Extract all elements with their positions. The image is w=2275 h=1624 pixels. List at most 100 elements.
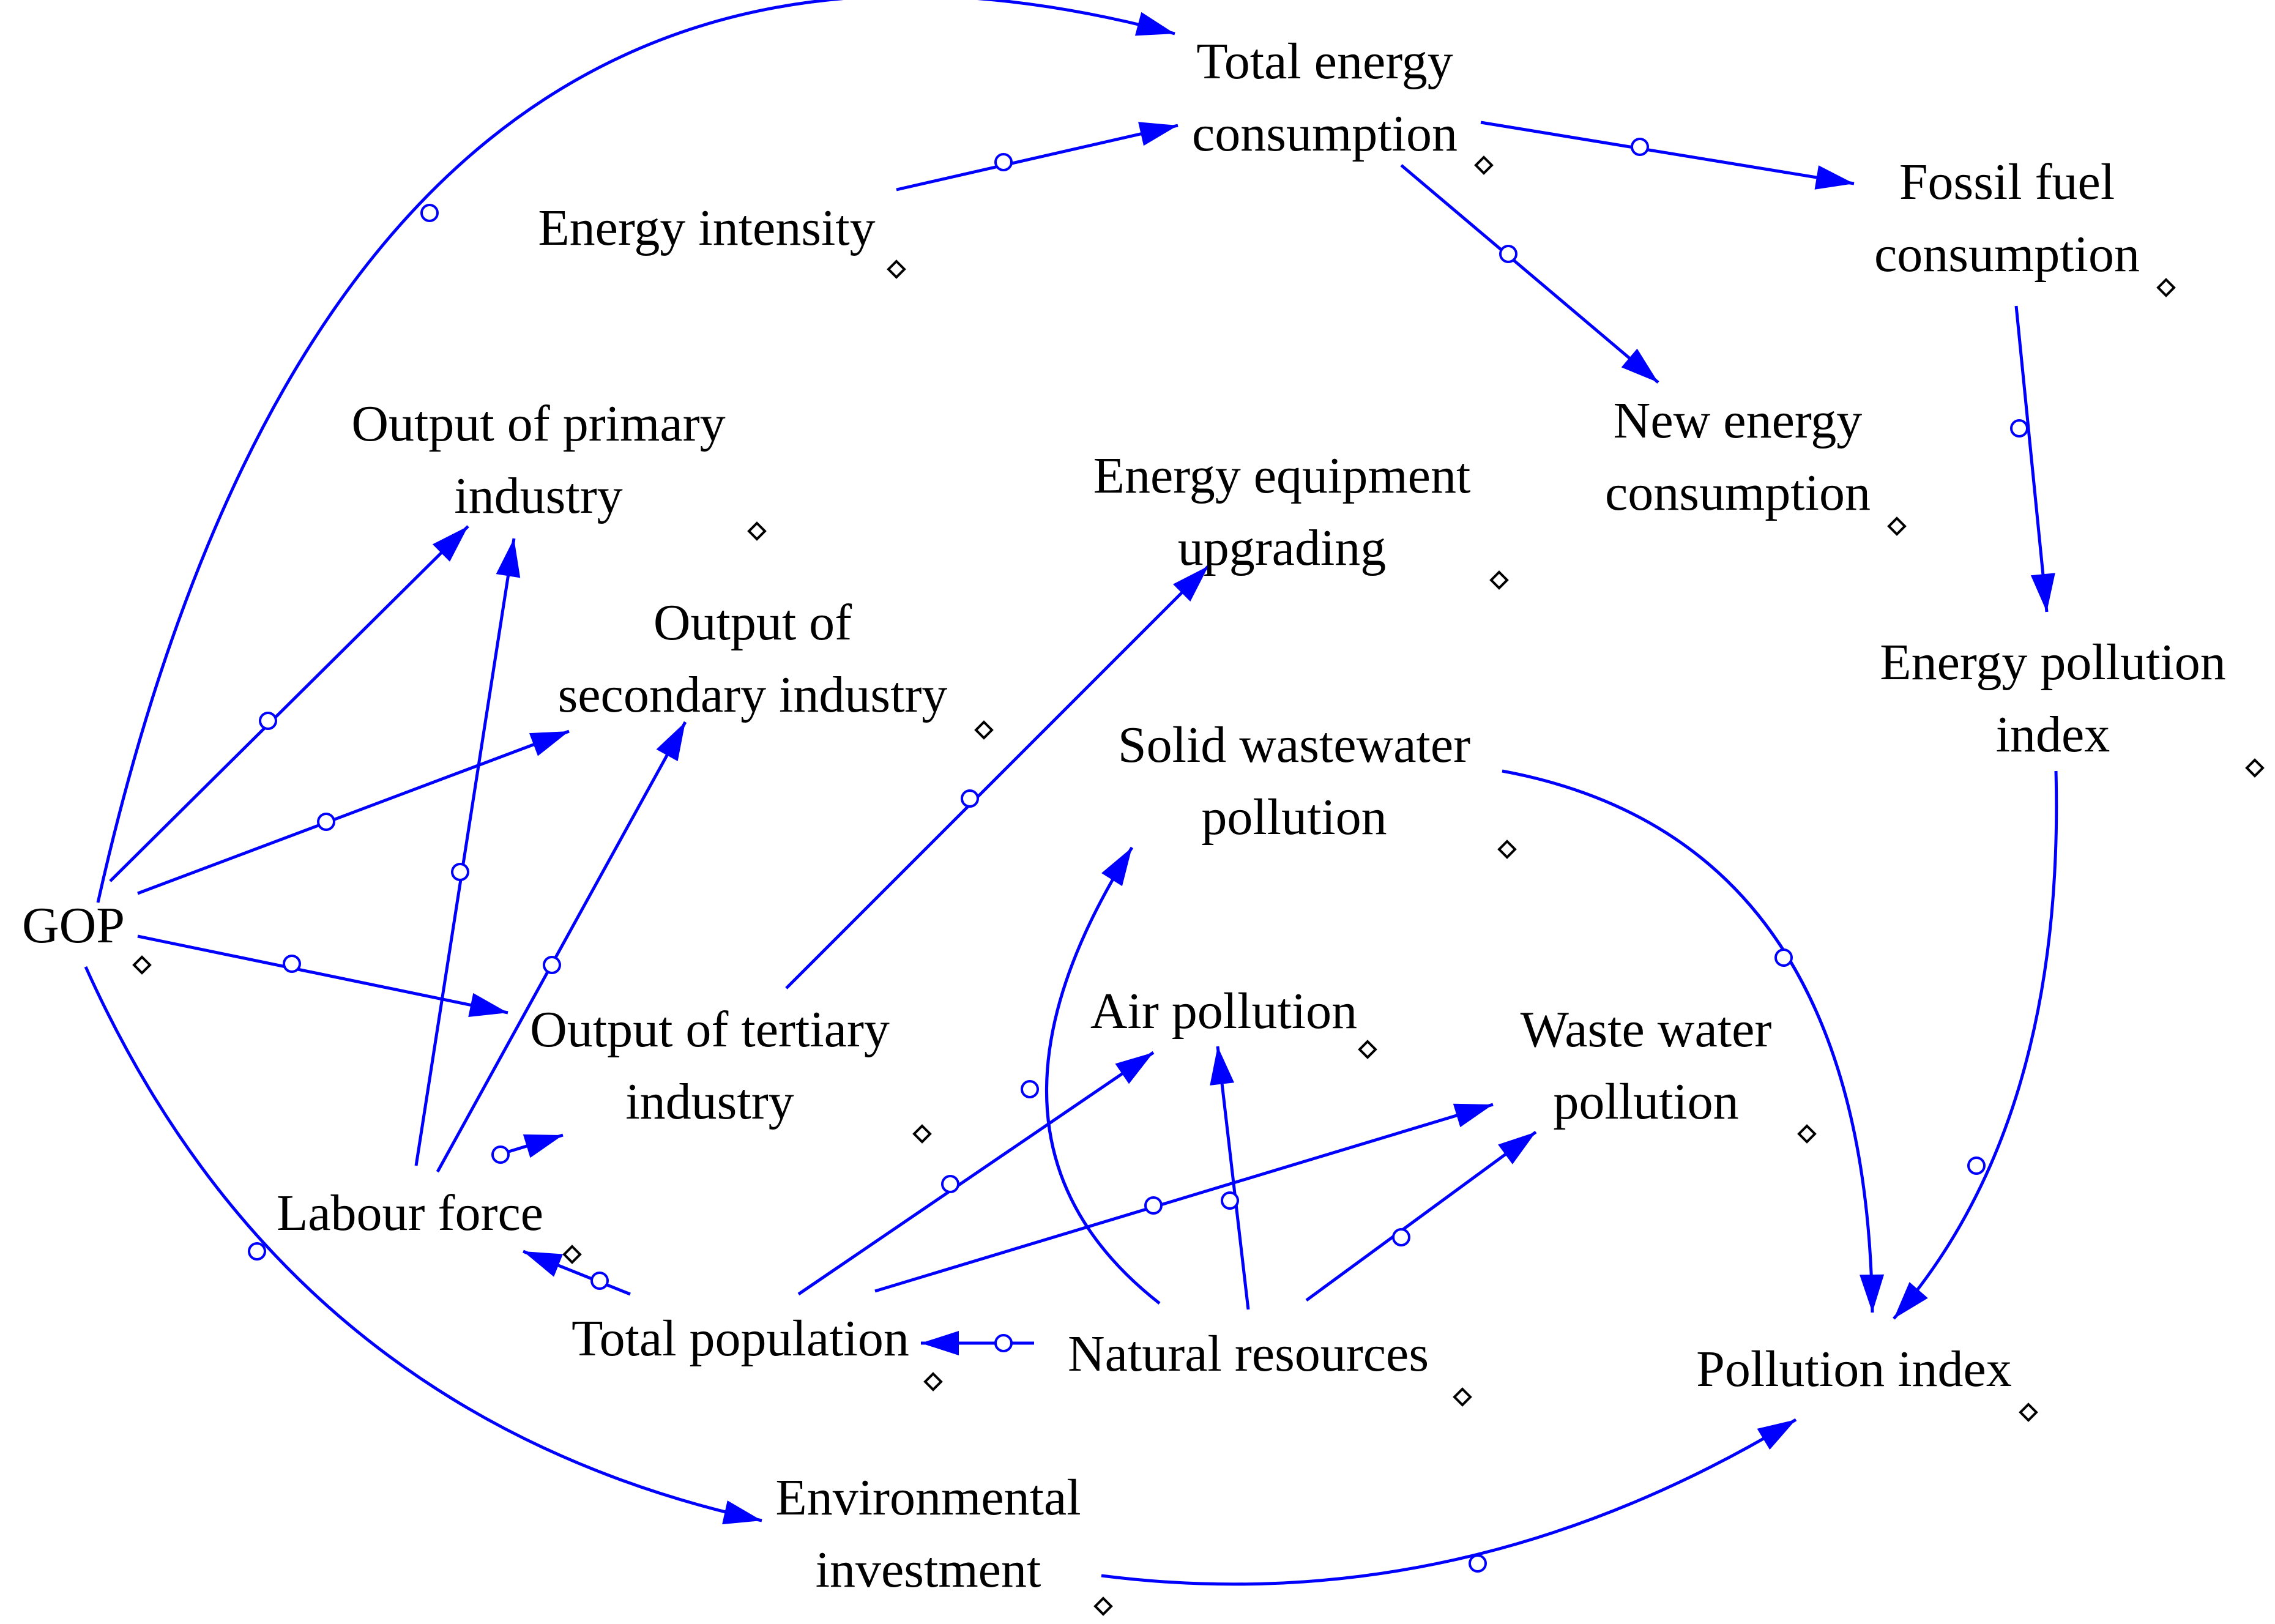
node-label: Energy intensity bbox=[538, 199, 875, 256]
link-labour-force-to-output-tertiary-industry bbox=[491, 1133, 564, 1164]
node-label: Energy pollution bbox=[1880, 634, 2225, 691]
node-label: Waste water bbox=[1521, 1001, 1772, 1058]
link-circle-marker bbox=[451, 863, 469, 881]
link-line bbox=[1893, 770, 2058, 1320]
diamond-icon bbox=[1358, 1040, 1377, 1059]
diamond-icon bbox=[2245, 758, 2265, 778]
arrowhead bbox=[1138, 122, 1178, 146]
link-line bbox=[1101, 1418, 1797, 1586]
diamond-icon bbox=[923, 1372, 943, 1391]
node-output-tertiary-industry: Output of tertiary industry bbox=[530, 1001, 932, 1144]
node-label: upgrading bbox=[1178, 520, 1387, 576]
link-energy-pollution-index-to-pollution-index bbox=[1893, 770, 2058, 1320]
arrowhead bbox=[1814, 165, 1854, 190]
diamond-icon bbox=[747, 521, 767, 541]
node-label: consumption bbox=[1874, 226, 2140, 283]
arrowhead bbox=[1498, 1132, 1536, 1164]
node-label: industry bbox=[625, 1073, 794, 1130]
link-total-energy-consumption-to-fossil-fuel-consumption bbox=[1480, 121, 1855, 190]
link-circle-marker bbox=[961, 789, 979, 808]
link-line bbox=[414, 538, 516, 1166]
node-pollution-index: Pollution index bbox=[1696, 1341, 2038, 1422]
diamond-icon bbox=[1489, 570, 1509, 590]
node-label: Output of tertiary bbox=[530, 1001, 890, 1058]
node-label: consumption bbox=[1192, 105, 1458, 162]
node-label: Energy equipment bbox=[1093, 447, 1471, 504]
link-natural-resources-to-air-pollution bbox=[1210, 1046, 1250, 1310]
arrowhead bbox=[432, 526, 468, 562]
link-labour-force-to-output-primary-industry bbox=[414, 538, 521, 1166]
diamond-icon bbox=[1797, 1124, 1817, 1144]
link-circle-marker bbox=[1499, 245, 1517, 263]
diamond-icon bbox=[974, 720, 994, 740]
link-line bbox=[874, 1103, 1494, 1293]
diamond-icon bbox=[912, 1124, 932, 1144]
arrowhead bbox=[1115, 1052, 1153, 1084]
arrowhead bbox=[1894, 1282, 1928, 1319]
link-total-energy-consumption-to-new-energy-consumption bbox=[1400, 164, 1659, 384]
link-gop-to-total-energy-consumption bbox=[96, 0, 1175, 903]
node-total-energy-consumption: Total energy consumption bbox=[1192, 33, 1494, 175]
link-circle-marker bbox=[1967, 1157, 1986, 1175]
link-line bbox=[436, 721, 687, 1173]
diamond-icon bbox=[1453, 1387, 1472, 1407]
link-circle-marker bbox=[994, 1334, 1013, 1352]
link-circle-marker bbox=[248, 1242, 266, 1261]
arrowhead bbox=[921, 1331, 959, 1355]
arrowhead bbox=[2030, 573, 2055, 612]
link-line bbox=[1400, 164, 1659, 384]
node-label: Output of primary bbox=[351, 395, 725, 452]
link-natural-resources-to-waste-water-pollution bbox=[1305, 1130, 1537, 1302]
diamond-icon bbox=[2156, 278, 2176, 297]
link-environmental-investment-to-pollution-index bbox=[1101, 1418, 1797, 1586]
link-circle-marker bbox=[1221, 1191, 1239, 1210]
arrowhead bbox=[656, 722, 685, 761]
diamond-icon bbox=[1497, 840, 1517, 859]
node-label: New energy bbox=[1614, 392, 1863, 449]
link-circle-marker bbox=[590, 1272, 609, 1290]
node-label: GOP bbox=[22, 897, 125, 954]
link-circle-marker bbox=[1021, 1080, 1039, 1098]
node-label: industry bbox=[454, 467, 622, 524]
arrowhead bbox=[1621, 348, 1658, 382]
link-energy-intensity-to-total-energy-consumption bbox=[896, 122, 1178, 192]
node-air-pollution: Air pollution bbox=[1090, 983, 1377, 1059]
link-circle-marker bbox=[543, 956, 561, 974]
node-label: Air pollution bbox=[1090, 983, 1357, 1040]
link-circle-marker bbox=[1144, 1196, 1163, 1215]
arrowhead bbox=[1453, 1103, 1493, 1128]
link-line bbox=[1480, 121, 1855, 185]
link-circle-marker bbox=[941, 1175, 959, 1193]
link-circle-marker bbox=[994, 153, 1013, 171]
node-energy-equipment-upgrading: Energy equipment upgrading bbox=[1093, 447, 1509, 590]
link-line bbox=[785, 565, 1210, 989]
link-line bbox=[137, 934, 508, 1015]
link-circle-marker bbox=[317, 813, 335, 831]
diamond-icon bbox=[562, 1245, 582, 1264]
arrowhead bbox=[523, 1134, 563, 1158]
link-solid-wastewater-pollution-to-pollution-index bbox=[1502, 769, 1885, 1313]
node-label: pollution bbox=[1201, 789, 1387, 846]
link-circle-marker bbox=[283, 955, 301, 973]
node-label: Total energy bbox=[1196, 33, 1453, 90]
node-label: investment bbox=[816, 1541, 1041, 1598]
arrowhead bbox=[468, 993, 508, 1018]
arrowhead bbox=[496, 538, 521, 578]
arrowhead bbox=[1134, 12, 1175, 36]
link-natural-resources-to-solid-wastewater-pollution bbox=[1021, 846, 1161, 1305]
link-line bbox=[1305, 1130, 1537, 1302]
arrowhead bbox=[1173, 566, 1208, 602]
diamond-icon bbox=[2019, 1402, 2038, 1422]
link-gop-to-output-secondary-industry bbox=[137, 729, 570, 895]
link-output-tertiary-industry-to-energy-equipment-upgrading bbox=[785, 565, 1210, 989]
link-line bbox=[96, 0, 1175, 903]
link-labour-force-to-output-secondary-industry bbox=[436, 721, 687, 1173]
node-label: secondary industry bbox=[558, 666, 948, 723]
